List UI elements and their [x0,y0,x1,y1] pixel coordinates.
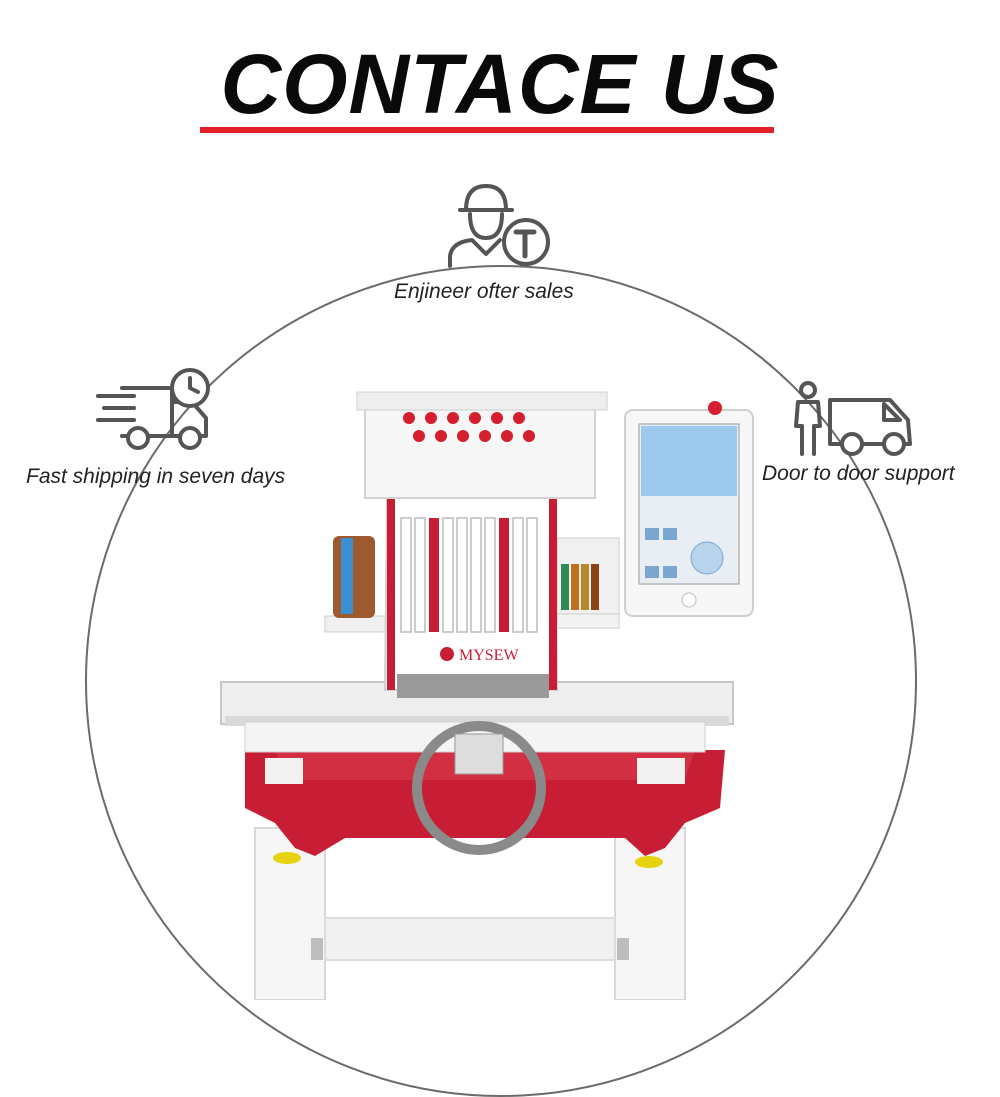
engineer-wrench-icon [448,184,550,268]
machine-brand-label: MYSEW [459,647,519,664]
embroidery-machine-image: MYSEW [220,391,754,1000]
page-title: CONTACE US [220,37,780,131]
feature-label-door: Door to door support [762,462,955,485]
delivery-truck-clock-icon [96,368,210,450]
feature-label-shipping: Fast shipping in seven days [26,465,286,488]
feature-label-engineer: Enjineer ofter sales [394,280,574,303]
title-underline [200,127,774,133]
door-to-door-van-icon [794,381,912,456]
